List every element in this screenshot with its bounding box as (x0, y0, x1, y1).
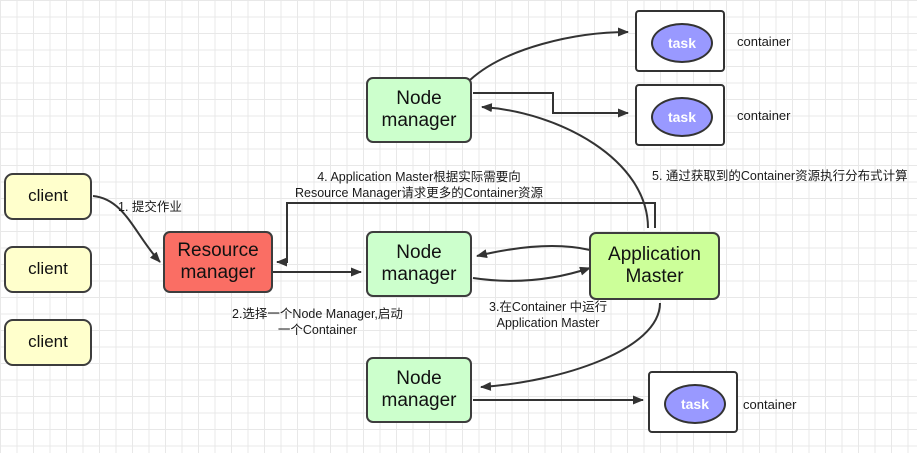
task-ellipse-3[interactable]: task (664, 384, 726, 424)
application-master-label-line2: Master (625, 266, 684, 287)
task-label-2: task (667, 109, 697, 125)
edge-label-step2-line2: 一个Container (277, 323, 358, 338)
container-box-2[interactable]: task (635, 84, 725, 146)
container-caption-3: container (743, 397, 797, 412)
container-box-3[interactable]: task (648, 371, 738, 433)
edge-node-manager-to-application-master (472, 266, 591, 282)
resource-manager-box[interactable]: Resource manager (163, 231, 273, 293)
edge-label-step3-line2: Application Master (496, 316, 600, 331)
edge-label-step5: 5. 通过获取到的Container资源执行分布式计算 (652, 169, 908, 183)
client-box-3[interactable]: client (4, 319, 92, 366)
edge-node-manager-to-task-1 (469, 27, 629, 81)
edge-label-step2: 2.选择一个Node Manager,启动 一个Container (232, 306, 403, 339)
edge-label-step1: 1. 提交作业 (118, 200, 182, 214)
client-box-2[interactable]: client (4, 246, 92, 293)
node-manager-top-label-line2: manager (381, 110, 457, 131)
edge-application-master-to-node-manager (476, 244, 591, 259)
node-manager-box-bottom[interactable]: Node manager (366, 357, 472, 423)
container-box-1[interactable]: task (635, 10, 725, 72)
edge-label-step2-line1: 2.选择一个Node Manager,启动 (232, 307, 403, 321)
node-manager-box-middle[interactable]: Node manager (366, 231, 472, 297)
node-manager-bottom-label-line2: manager (381, 390, 457, 411)
task-ellipse-2[interactable]: task (651, 97, 713, 137)
node-manager-middle-label-line2: manager (381, 264, 457, 285)
node-manager-top-label-line1: Node (396, 87, 442, 109)
edge-application-master-to-top-node-manager (481, 103, 649, 229)
client-box-1[interactable]: client (4, 173, 92, 220)
client-label-3: client (28, 332, 68, 352)
edge-label-step4: 4. Application Master根据实际需要向 Resource Ma… (295, 169, 543, 202)
node-manager-middle-label-line1: Node (396, 241, 442, 263)
edge-label-step4-line1: 4. Application Master根据实际需要向 (317, 170, 521, 184)
container-caption-2: container (737, 108, 791, 123)
task-label-3: task (680, 396, 710, 412)
client-label-1: client (28, 186, 68, 206)
task-ellipse-1[interactable]: task (651, 23, 713, 63)
resource-manager-label-line1: Resource (177, 239, 259, 261)
task-label-1: task (667, 35, 697, 51)
edge-label-step3-line1: 3.在Container 中运行 (489, 300, 608, 314)
application-master-box[interactable]: Application Master (589, 232, 720, 300)
container-caption-1: container (737, 34, 791, 49)
node-manager-box-top[interactable]: Node manager (366, 77, 472, 143)
client-label-2: client (28, 259, 68, 279)
node-manager-bottom-label-line1: Node (396, 367, 442, 389)
edge-node-manager-to-task-2 (473, 92, 629, 118)
edge-label-step3: 3.在Container 中运行 Application Master (489, 299, 607, 332)
resource-manager-label-line2: manager (180, 262, 256, 283)
application-master-label-line1: Application (608, 243, 701, 265)
edge-label-step4-line2: Resource Manager请求更多的Container资源 (295, 186, 544, 201)
